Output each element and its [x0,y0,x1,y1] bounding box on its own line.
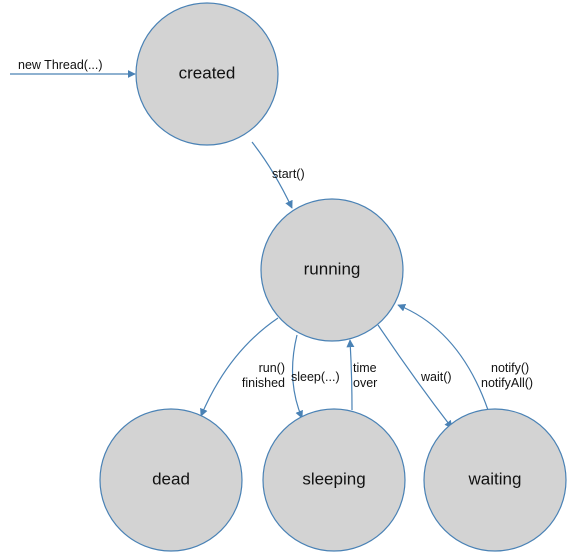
state-created-label: created [179,63,236,82]
label-new-thread: new Thread(...) [18,58,103,72]
state-waiting-circle [423,408,567,552]
state-running-label: running [304,259,361,278]
state-running-circle [260,198,404,342]
label-wait: wait() [420,370,452,384]
label-start: start() [272,167,305,181]
state-dead-circle [99,408,243,552]
state-running: running [260,198,404,342]
edge-sleep [291,334,303,419]
edge-notify [397,303,489,411]
label-time-over-line2: over [353,376,377,390]
state-sleeping: sleeping [262,408,406,552]
state-sleeping-circle [262,408,406,552]
label-notify-line1: notify() [491,361,529,375]
state-dead: dead [99,408,243,552]
label-run-line2: finished [242,376,285,390]
label-sleep: sleep(...) [291,370,340,384]
state-dead-label: dead [152,469,190,488]
edge-wait [377,324,453,429]
edge-run-finished [200,317,279,417]
edge-start [251,141,293,209]
transitions [10,70,489,429]
label-run-line1: run() [259,361,285,375]
edge-time-over [346,339,355,411]
transition-labels: new Thread(...) start() run() finished s… [18,58,533,390]
state-sleeping-label: sleeping [302,469,365,488]
state-created-circle [135,2,279,146]
label-time-over-line1: time [353,361,377,375]
label-notify-line2: notifyAll() [481,376,533,390]
state-waiting-label: waiting [468,469,522,488]
state-waiting: waiting [423,408,567,552]
state-created: created [135,2,279,146]
